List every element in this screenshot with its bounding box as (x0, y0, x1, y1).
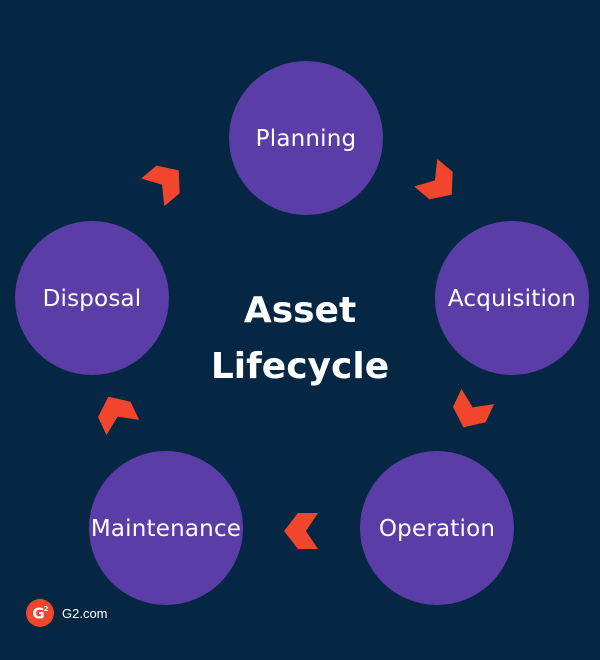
stage-operation: Operation (360, 451, 514, 605)
stage-circle (360, 451, 514, 605)
g2-logo-icon: G 2 (26, 599, 54, 627)
stage-disposal: Disposal (15, 221, 169, 375)
chevron-arrow-icon (452, 388, 495, 428)
chevron-arrow-icon (414, 158, 453, 200)
stage-maintenance: Maintenance (89, 451, 243, 605)
center-title-line-1: Asset (244, 290, 356, 331)
stage-label-planning: Planning (256, 126, 357, 152)
logo-superscript: 2 (44, 605, 49, 613)
stage-circle (435, 221, 589, 375)
chevron-arrow-icon (97, 396, 140, 436)
stage-circle (89, 451, 243, 605)
stage-label-operation: Operation (379, 516, 495, 542)
stage-label-acquisition: Acquisition (448, 286, 576, 312)
stage-circle (15, 221, 169, 375)
chevron-arrow-icon (284, 513, 318, 549)
stage-planning: Planning (229, 61, 383, 215)
stage-label-disposal: Disposal (43, 286, 142, 312)
logo-letter: G (32, 605, 44, 623)
chevron-arrow-icon (141, 165, 180, 207)
stage-acquisition: Acquisition (435, 221, 589, 375)
brand: G 2 G2.com (26, 598, 108, 628)
stage-label-maintenance: Maintenance (91, 516, 241, 542)
center-title-line-2: Lifecycle (211, 346, 389, 387)
brand-text: G2.com (62, 605, 108, 621)
stage-circle (229, 61, 383, 215)
